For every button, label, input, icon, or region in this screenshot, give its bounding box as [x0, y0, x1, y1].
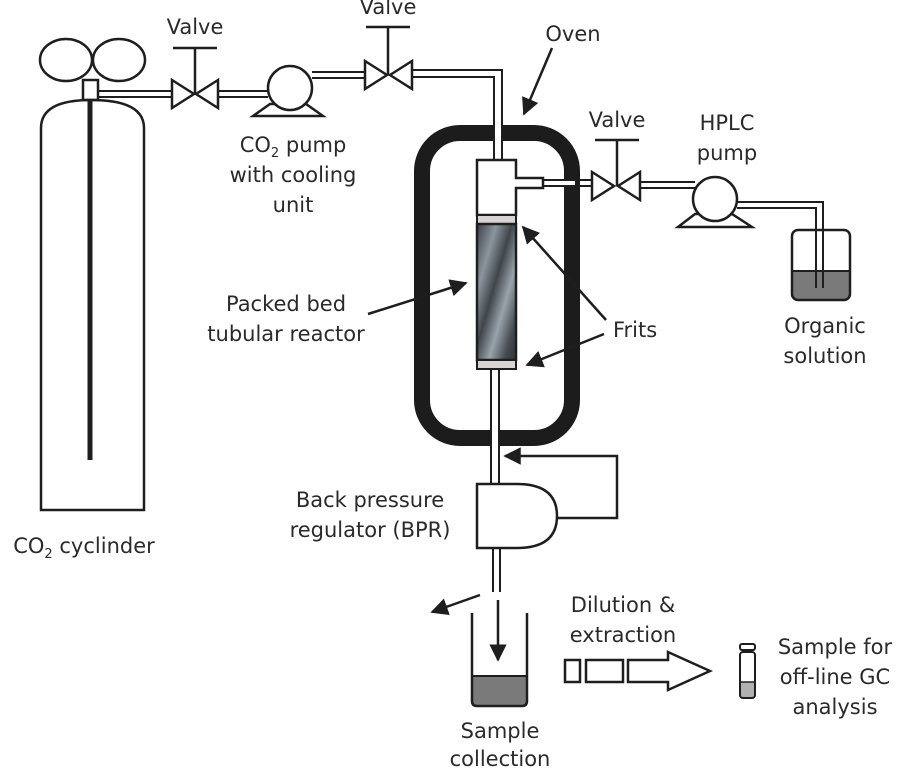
- co2-cylinder: [38, 37, 147, 512]
- oven-pointer-arrow: [522, 47, 554, 116]
- back-pressure-regulator[interactable]: [475, 482, 559, 550]
- vent-arrow: [430, 593, 481, 615]
- frit-bottom: [476, 359, 517, 370]
- frit-top: [476, 214, 517, 225]
- pipe-through-oven-top: [493, 124, 503, 160]
- dilution-label-line1: Dilution &: [571, 593, 675, 617]
- reactor-label-line2: tubular reactor: [207, 322, 365, 346]
- hplc-pump[interactable]: [674, 175, 757, 229]
- reactor-packing: [475, 222, 518, 362]
- dilution-label-line2: extraction: [570, 623, 677, 647]
- reactor-pointer-arrow: [367, 279, 468, 316]
- gc-sample-vial: [739, 643, 756, 699]
- co2-pump-label-line2: with cooling: [230, 163, 357, 187]
- valve-2[interactable]: [363, 25, 414, 92]
- organic-solution-bottle: [790, 202, 852, 302]
- valve-2-label: Valve: [360, 0, 417, 19]
- valve-3-label: Valve: [589, 108, 646, 132]
- frit-top-pointer-arrow: [521, 225, 607, 321]
- pipe-pump-valve2: [312, 71, 365, 79]
- cylinder-neck: [81, 78, 100, 102]
- organic-solution-label-line1: Organic: [784, 314, 866, 338]
- packed-bed-reactor: [475, 158, 572, 370]
- hplc-pump-label-line2: pump: [697, 141, 757, 165]
- cylinder-gauge-right: [91, 37, 147, 83]
- valve-3[interactable]: [590, 138, 642, 203]
- hplc-pump-label-line1: HPLC: [700, 111, 755, 135]
- pipe-valve1-pump: [218, 90, 268, 98]
- co2-pump-label-line1: CO2 pump: [240, 133, 347, 161]
- organic-solution-label-line2: solution: [783, 344, 866, 368]
- pipe-bpr-outlet: [492, 548, 501, 592]
- dilution-extraction-arrow: [563, 650, 714, 692]
- frits-label: Frits: [613, 318, 657, 342]
- gc-label-line3: analysis: [792, 695, 877, 719]
- sample-collection-label-line2: collection: [450, 747, 551, 771]
- sample-collection-label-line1: Sample: [461, 719, 540, 743]
- gc-label-line2: off-line GC: [780, 665, 890, 689]
- gc-label-line1: Sample for: [778, 635, 893, 659]
- frit-bottom-pointer-arrow: [525, 332, 605, 368]
- valve-1[interactable]: [170, 46, 220, 111]
- reactor-label-line1: Packed bed: [226, 292, 346, 316]
- pipe-valve3-hplc: [640, 181, 695, 189]
- pipe-reactor-bpr: [490, 369, 500, 484]
- bpr-label-line1: Back pressure: [296, 488, 444, 512]
- bpr-label-line2: regulator (BPR): [290, 518, 451, 542]
- sample-collection-vessel: [470, 613, 529, 708]
- cylinder-gauge-left: [38, 37, 94, 83]
- reactor-inlet-fitting: [475, 158, 545, 217]
- oven-label: Oven: [545, 22, 600, 46]
- co2-pump[interactable]: [249, 64, 327, 118]
- valve-1-label: Valve: [167, 15, 224, 39]
- bpr-feedback-loop: [503, 447, 619, 520]
- pipe-reactor-valve3: [543, 179, 592, 187]
- co2-cylinder-label: CO2 cyclinder: [13, 534, 155, 562]
- co2-pump-label-line3: unit: [273, 193, 314, 217]
- pipe-cylinder-valve1: [98, 90, 172, 98]
